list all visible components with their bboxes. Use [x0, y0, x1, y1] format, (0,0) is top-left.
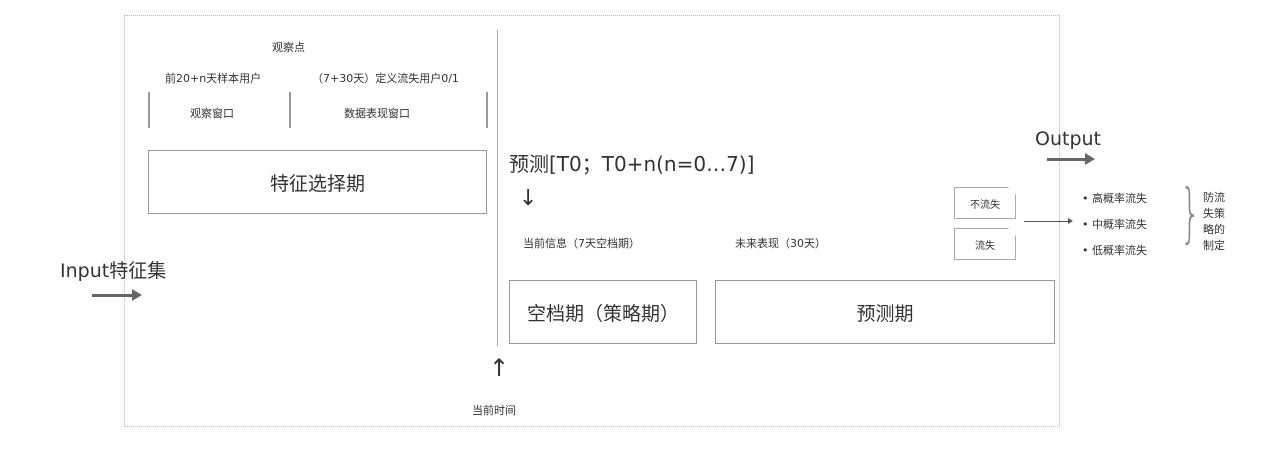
- strategy-line: 失策: [1203, 207, 1225, 220]
- divider: [289, 92, 291, 128]
- up-arrow-icon: ↑: [489, 354, 510, 382]
- strategy-line: 防流: [1203, 191, 1225, 204]
- arrowhead-icon: [1068, 218, 1073, 224]
- observe-window-label: 观察窗口: [190, 107, 234, 120]
- strategy-label: 防流 失策 略的 制定: [1203, 190, 1225, 254]
- churn-levels-list: • 高概率流失 • 中概率流失 • 低概率流失: [1082, 186, 1147, 264]
- strategy-line: 略的: [1203, 223, 1225, 236]
- divider: [486, 92, 488, 128]
- future-label: 未来表现（30天）: [735, 237, 826, 250]
- input-arrow-icon: [92, 294, 134, 297]
- list-item: • 低概率流失: [1082, 244, 1147, 257]
- strategy-line: 制定: [1203, 239, 1225, 252]
- output-label: Output: [1035, 128, 1101, 150]
- input-label: Input特征集: [60, 260, 167, 282]
- connector-arrow-icon: [1024, 221, 1070, 222]
- feature-period-box: 特征选择期: [148, 150, 487, 214]
- current-time-label: 当前时间: [472, 404, 516, 417]
- sample-users-label: 前20+n天样本用户: [165, 72, 262, 85]
- churn-definition-label: （7+30天）定义流失用户0/1: [312, 72, 459, 85]
- not-churn-note: 不流失: [954, 187, 1016, 219]
- output-arrow-icon: [1047, 158, 1087, 161]
- timeline-divider: [497, 30, 498, 346]
- arrowhead-icon: [1085, 153, 1095, 165]
- predict-range-label: 预测[T0；T0+n(n=0…7)]: [509, 152, 755, 176]
- brace-icon: }: [1180, 177, 1201, 251]
- list-item: • 高概率流失: [1082, 192, 1147, 205]
- churn-note: 流失: [954, 228, 1016, 260]
- data-window-label: 数据表现窗口: [344, 107, 410, 120]
- observe-point-label: 观察点: [272, 41, 305, 54]
- down-arrow-icon: ↓: [519, 186, 538, 211]
- divider: [148, 92, 150, 128]
- arrowhead-icon: [132, 289, 142, 301]
- gap-period-box: 空档期（策略期）: [509, 280, 697, 344]
- diagram-frame: [124, 15, 1060, 427]
- predict-period-box: 预测期: [715, 280, 1055, 344]
- list-item: • 中概率流失: [1082, 218, 1147, 231]
- current-info-label: 当前信息（7天空档期）: [523, 237, 640, 250]
